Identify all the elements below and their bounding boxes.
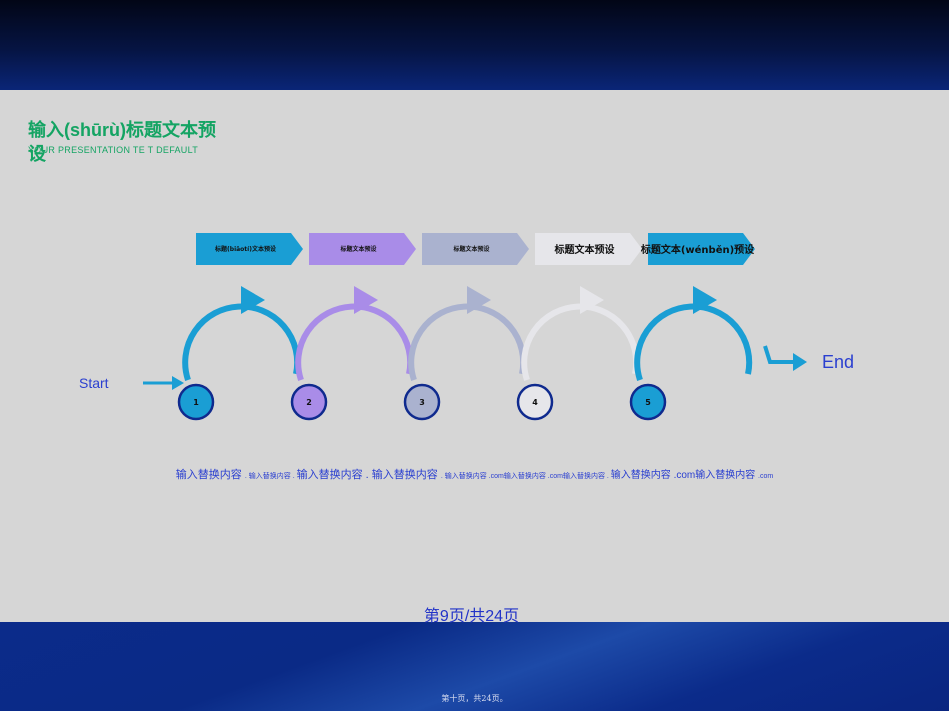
description-segment: 输入替换内容: [175, 469, 245, 481]
step-number: 2: [306, 398, 312, 407]
step-banner: [309, 233, 416, 265]
step-loop-arc: [295, 303, 414, 381]
step-arrow-head: [580, 286, 604, 314]
step-4: 标题文本预设 4: [516, 233, 642, 421]
start-arrow: [143, 376, 184, 390]
description-segment: . 输入替换内容 .: [244, 473, 297, 480]
step-banner: [422, 233, 529, 265]
step-number-circle: [177, 383, 215, 421]
process-flow-diagram: 标题(biāotí)文本预设1标题文本预设2标题文本预设3标题文本预设4标题文本…: [143, 233, 807, 421]
description-segment: .com输入替换内容: [673, 470, 759, 481]
start-label: Start: [79, 375, 109, 391]
description-segment: 输入替换内容: [610, 470, 674, 481]
step-number: 1: [193, 398, 199, 407]
step-arrow-head: [354, 286, 378, 314]
slide-subtitle: YOUR PRESENTATION TE T DEFAULT: [28, 145, 199, 155]
description-text: 输入替换内容 . 输入替换内容 . 输入替换内容 . 输入替换内容 . 输入替换…: [0, 466, 949, 482]
step-banner: [648, 233, 755, 265]
step-2: 标题文本预设 2: [290, 233, 416, 421]
step-arrow-head: [241, 286, 265, 314]
slide-title: 输入(shūrù)标题文本预设: [28, 120, 216, 164]
end-label: End: [822, 352, 855, 372]
page-number: 第9页/共24页: [423, 608, 520, 625]
description-segment: . 输入替换内容 .com输入替换内容 .com输入替换内容 .: [440, 473, 611, 480]
step-banner-label: 标题文本(wénběn)预设: [640, 243, 754, 256]
description-segment: .: [365, 469, 372, 481]
slide-canvas: [0, 90, 949, 622]
step-banner: [535, 233, 642, 265]
step-number-circle: [290, 383, 328, 421]
step-arrow-head: [467, 286, 491, 314]
step-loop-arc: [634, 303, 753, 381]
bottom-band: [0, 622, 949, 711]
step-loop-arc: [408, 303, 527, 381]
top-band: [0, 0, 949, 90]
step-1: 标题(biāotí)文本预设 1: [177, 233, 303, 421]
step-5: 标题文本(wénběn)预设 5: [629, 233, 755, 421]
footer-note: 第十页，共24页。: [441, 694, 508, 703]
description-segment: 输入替换内容: [296, 469, 366, 481]
step-loop-arc: [521, 303, 640, 381]
step-number: 4: [532, 398, 538, 407]
step-number-circle: [629, 383, 667, 421]
step-banner-label: 标题文本预设: [554, 243, 615, 256]
step-number-circle: [403, 383, 441, 421]
description-segment: .com: [758, 473, 774, 480]
step-banner: [196, 233, 303, 265]
step-3: 标题文本预设 3: [403, 233, 529, 421]
step-number: 5: [645, 398, 651, 407]
step-banner-label: 标题文本预设: [452, 245, 489, 253]
step-banner-label: 标题文本预设: [339, 245, 376, 253]
step-number: 3: [419, 398, 425, 407]
end-arrow: [763, 345, 807, 371]
step-loop-arc: [182, 303, 301, 381]
step-banner-label: 标题(biāotí)文本预设: [214, 245, 276, 253]
description-segment: 输入替换内容: [371, 469, 441, 481]
step-arrow-head: [693, 286, 717, 314]
step-number-circle: [516, 383, 554, 421]
